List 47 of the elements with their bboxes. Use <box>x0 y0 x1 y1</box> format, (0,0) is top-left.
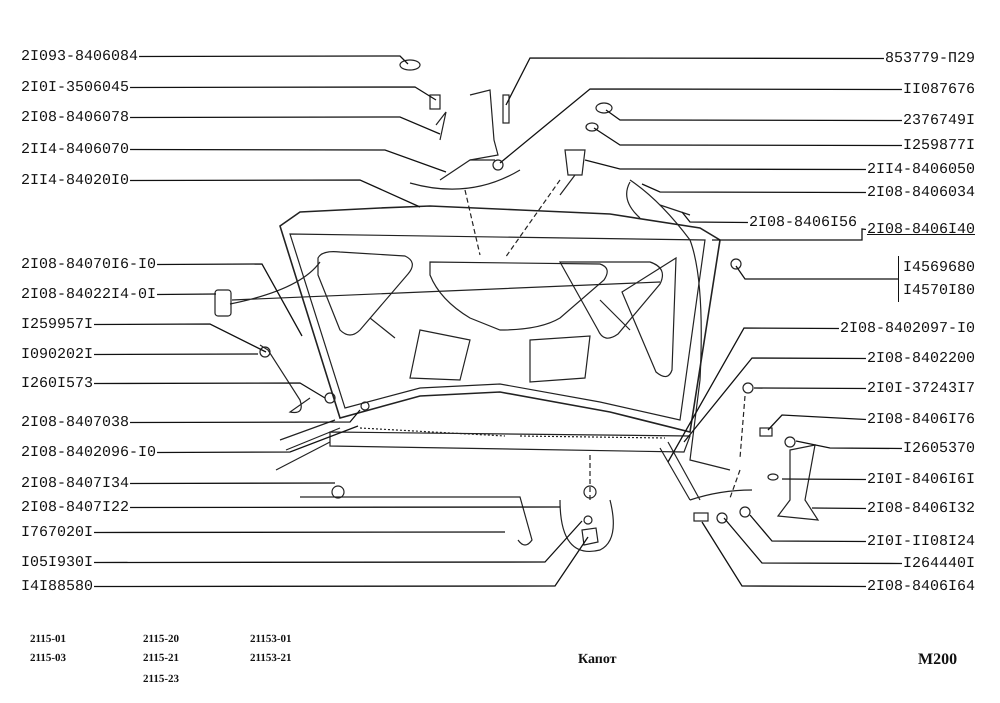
leader-line <box>712 228 866 241</box>
leader-line <box>94 382 326 399</box>
model-code: 2115-20 <box>143 633 180 645</box>
leader-line <box>94 520 582 564</box>
leader-line <box>682 212 748 224</box>
model-code: 21153-01 <box>250 633 292 645</box>
leader-line <box>139 55 408 64</box>
leader-line <box>130 148 446 173</box>
leader-line <box>94 353 258 356</box>
leader-line <box>667 327 839 462</box>
leader-line <box>812 507 866 510</box>
leader-line <box>94 323 266 353</box>
leader-line <box>130 482 335 484</box>
model-code: 2115-03 <box>30 652 66 664</box>
part-number: I4569680 <box>902 258 975 278</box>
leader-line <box>782 478 866 480</box>
model-code: 2115-01 <box>30 633 66 645</box>
leader-line <box>94 531 505 534</box>
leader-line <box>94 536 589 588</box>
leader-line <box>157 293 216 296</box>
model-code: 21153-21 <box>250 652 292 664</box>
leader-line <box>505 57 884 106</box>
leader-line <box>130 86 436 101</box>
leader-line <box>130 506 560 508</box>
leader-line <box>606 109 902 122</box>
leader-line <box>750 514 866 542</box>
leader-line <box>754 387 866 390</box>
leader-line <box>701 522 866 588</box>
leader-line <box>157 425 358 454</box>
title: Капот <box>578 652 617 668</box>
leader-line <box>768 414 866 430</box>
leader-line <box>157 263 303 336</box>
leader-line <box>724 518 902 564</box>
leader-line <box>500 88 902 164</box>
page-code: M200 <box>918 651 958 669</box>
leader-line <box>735 266 898 280</box>
leader-line <box>130 410 360 424</box>
part-number: I4570I80 <box>902 281 975 301</box>
leader-line <box>684 357 866 442</box>
leader-line <box>796 440 902 450</box>
model-code: 2115-23 <box>143 673 180 685</box>
leader-line <box>594 127 902 146</box>
leader-line <box>130 179 420 208</box>
leader-line <box>584 159 866 170</box>
leader-line <box>130 116 440 135</box>
leader-line <box>642 183 866 194</box>
model-code: 2115-21 <box>143 652 180 664</box>
